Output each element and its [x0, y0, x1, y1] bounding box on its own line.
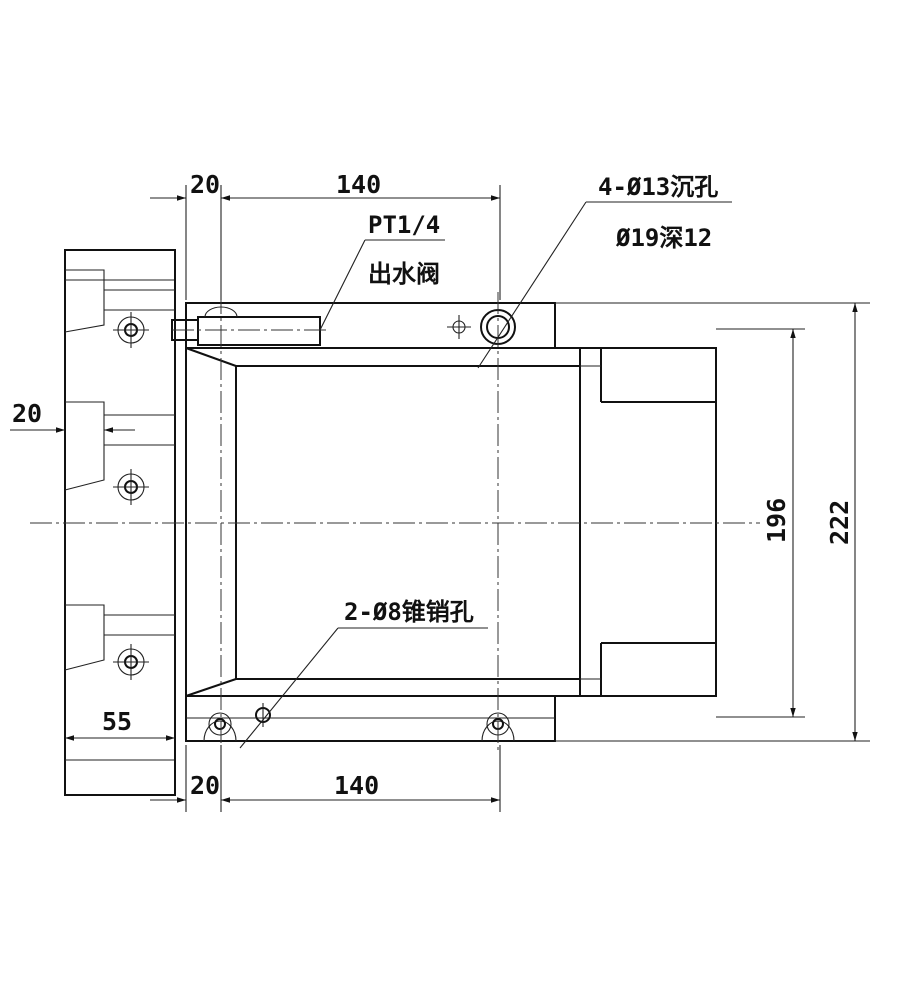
base-hole-top	[113, 312, 149, 348]
base-hole-bottom	[113, 644, 149, 680]
taper-pin-hole	[255, 703, 271, 727]
valve-leader	[319, 239, 445, 331]
counterbore-leader	[477, 201, 732, 369]
top-span-dim: 140	[336, 170, 381, 199]
inner-height-dim: 196	[762, 498, 791, 543]
left-offset-dim: 20	[12, 399, 42, 428]
valve-name-note: 出水阀	[368, 260, 440, 288]
counterbore-spec-note: Ø19深12	[615, 224, 712, 252]
taper-pin-note: 2-Ø8锥销孔	[344, 598, 474, 626]
bottom-span-dim: 140	[334, 771, 379, 800]
counterbore-holes-note: 4-Ø13沉孔	[598, 173, 718, 201]
top-dimension	[150, 185, 501, 300]
base-hole-middle	[113, 469, 149, 505]
outer-height-dim: 222	[825, 500, 854, 545]
bottom-offset-dim: 20	[190, 771, 220, 800]
bottom-dimension	[150, 745, 501, 812]
base-width-dim: 55	[102, 707, 132, 736]
bottom-flange	[185, 695, 556, 742]
small-crosshair-top	[447, 315, 471, 339]
top-offset-dim: 20	[190, 170, 220, 199]
bottom-flange-hole-left	[208, 712, 232, 736]
valve-thread-note: PT1/4	[368, 211, 440, 239]
taper-pin-leader	[239, 627, 488, 749]
right-dimensions	[555, 302, 870, 742]
main-body	[185, 347, 717, 697]
